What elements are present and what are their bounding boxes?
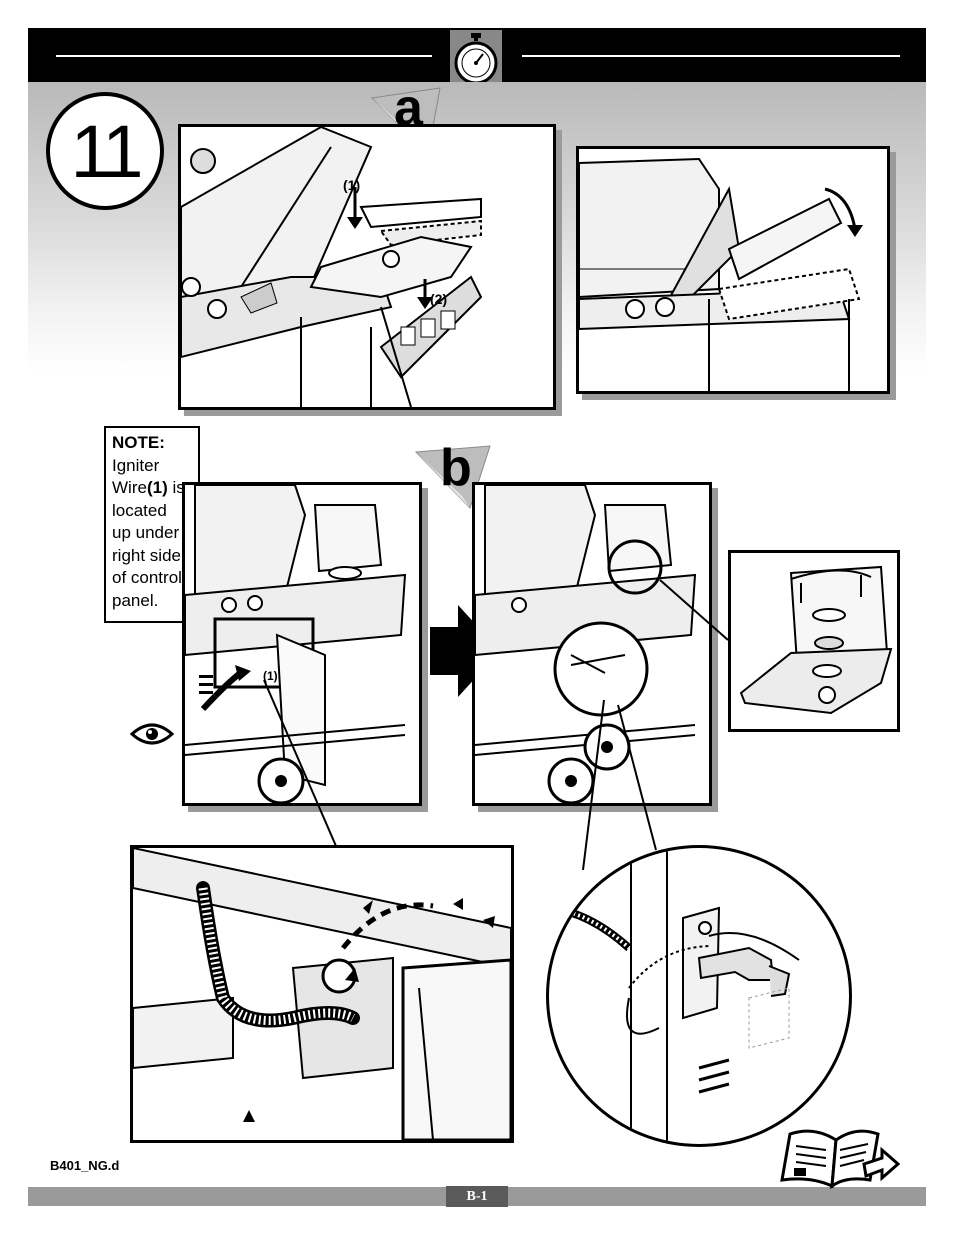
note-line-7: panel. — [112, 590, 159, 610]
illustration-igniter-magnified — [546, 845, 852, 1147]
section-b-marker: b — [414, 439, 494, 510]
note-line-1: Igniter — [112, 455, 160, 475]
note-line-2-tail: is — [167, 478, 185, 497]
stopwatch-icon — [450, 30, 502, 86]
next-step-arrow — [430, 605, 500, 697]
illustration-side-burner-lid-closing — [576, 146, 890, 394]
note-line-5: right side — [112, 545, 181, 565]
header-rule-right — [522, 55, 900, 57]
illustration-grill-cart-detail — [472, 482, 712, 806]
label-step-1: (1) — [343, 177, 361, 193]
illustration-grill-cart-door-open: (1) — [182, 482, 422, 806]
note-title: NOTE: — [112, 433, 165, 452]
note-line-2-ref: (1) — [146, 478, 168, 497]
label-step-2: (2) — [430, 291, 448, 307]
note-line-3: located — [112, 500, 167, 520]
illustration-igniter-wire-route — [130, 845, 514, 1143]
page-number: B-1 — [446, 1186, 508, 1207]
eye-icon — [129, 720, 175, 748]
open-book-arrow-icon — [778, 1120, 901, 1190]
note-line-2: Wire(1) is — [112, 477, 198, 500]
note-line-2-word: Wire — [112, 478, 147, 497]
note-line-6: of control — [112, 568, 182, 587]
section-b-letter: b — [440, 439, 472, 497]
illustration-grill-lid-open: (1) (2) — [178, 124, 556, 410]
illustration-side-burner-detail — [728, 550, 900, 732]
document-code: B401_NG.d — [50, 1158, 120, 1173]
header-rule-left — [56, 55, 432, 57]
step-number: 11 — [46, 92, 164, 210]
label-igniter-wire: (1) — [263, 669, 278, 683]
note-line-4: up under — [112, 523, 180, 542]
